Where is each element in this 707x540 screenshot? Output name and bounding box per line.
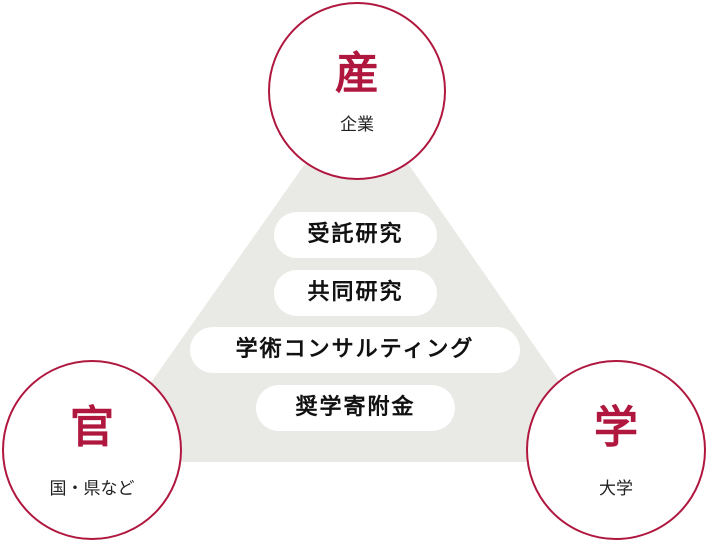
- collab-scholarship-donation: 奨学寄附金: [256, 385, 455, 431]
- collab-joint-research: 共同研究: [274, 270, 437, 316]
- node-industry: 産 企業: [268, 2, 446, 180]
- collab-contract-research: 受託研究: [274, 212, 437, 258]
- node-subtitle: 国・県など: [49, 479, 135, 499]
- node-title: 産: [335, 48, 379, 99]
- node-government: 官 国・県など: [2, 360, 182, 540]
- node-subtitle: 大学: [599, 479, 633, 499]
- collab-academic-consulting: 学術コンサルティング: [190, 327, 520, 373]
- node-academia: 学 大学: [526, 360, 706, 540]
- node-subtitle: 企業: [340, 115, 374, 135]
- node-title: 官: [70, 402, 114, 453]
- node-title: 学: [594, 402, 638, 453]
